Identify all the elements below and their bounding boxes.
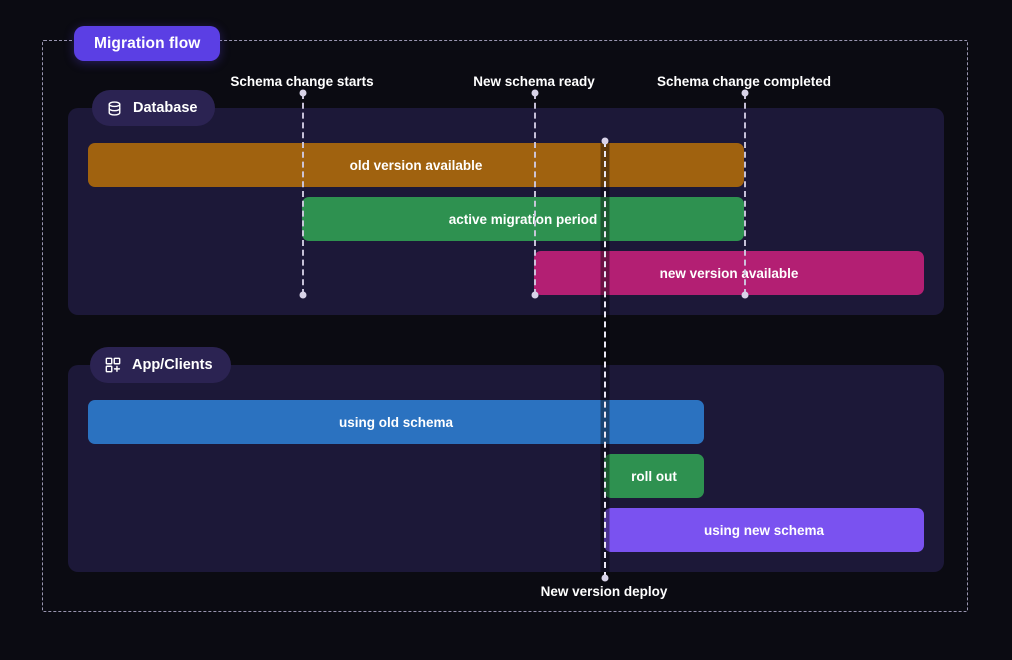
lane-pill-app-clients-label: App/Clients — [132, 357, 213, 373]
milestone-label-new-schema-ready: New schema ready — [473, 74, 595, 89]
milestone-dot-schema-change-starts-top — [299, 89, 307, 97]
milestone-line-schema-change-starts — [302, 93, 304, 295]
bar-new-version-available[interactable]: new version available — [534, 251, 924, 295]
milestone-dot-new-schema-ready-top — [531, 89, 539, 97]
deploy-label: New version deploy — [540, 584, 668, 599]
milestone-dot-schema-change-completed-top — [741, 89, 749, 97]
diagram-title: Migration flow — [94, 34, 201, 52]
app-grid-plus-icon — [104, 356, 122, 374]
bar-using-old-schema[interactable]: using old schema — [88, 400, 704, 444]
bar-using-new-schema[interactable]: using new schema — [604, 508, 924, 552]
bar-label-new-version-available: new version available — [659, 265, 799, 281]
bar-label-old-version-available: old version available — [349, 157, 483, 173]
bar-roll-out[interactable]: roll out — [604, 454, 704, 498]
bar-label-using-old-schema: using old schema — [338, 414, 454, 430]
lane-pill-database-label: Database — [133, 100, 198, 116]
milestone-dot-new-schema-ready-bottom — [531, 291, 539, 299]
deploy-line — [604, 141, 606, 578]
database-icon — [106, 100, 123, 117]
deploy-dot-bottom — [601, 574, 609, 582]
diagram-outer-frame — [42, 40, 968, 612]
milestone-label-schema-change-completed: Schema change completed — [656, 74, 832, 89]
deploy-dot-top — [601, 137, 609, 145]
bar-label-roll-out: roll out — [631, 468, 677, 484]
milestone-dot-schema-change-starts-bottom — [299, 291, 307, 299]
bar-active-migration-period[interactable]: active migration period — [302, 197, 744, 241]
milestone-line-schema-change-completed — [744, 93, 746, 295]
diagram-title-pill: Migration flow — [74, 26, 221, 61]
lane-pill-database: Database — [92, 90, 216, 126]
lane-pill-app-clients: App/Clients — [90, 347, 231, 383]
bar-label-using-new-schema: using new schema — [703, 522, 825, 538]
bar-label-active-migration-period: active migration period — [448, 211, 598, 227]
milestone-dot-schema-change-completed-bottom — [741, 291, 749, 299]
milestone-line-new-schema-ready — [534, 93, 536, 295]
milestone-label-schema-change-starts: Schema change starts — [230, 74, 374, 89]
bar-old-version-available[interactable]: old version available — [88, 143, 744, 187]
